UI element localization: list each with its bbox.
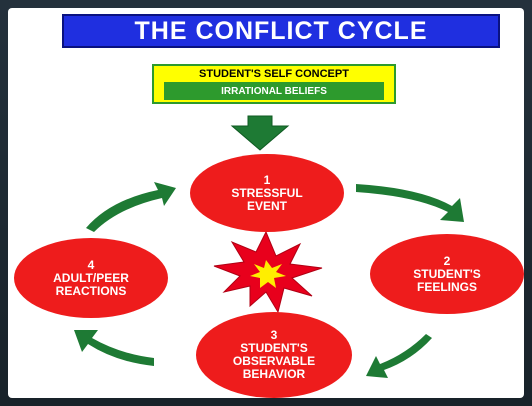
arrow-1-to-2-icon [356, 184, 464, 222]
arrow-2-to-3-icon [366, 334, 432, 378]
stage-3-number: 3 [270, 328, 278, 342]
stage-1-label-line1: STRESSFUL [231, 185, 303, 200]
diagram-title: THE CONFLICT CYCLE [62, 14, 500, 48]
stage-2-circle: 2 STUDENT'S FEELINGS [370, 234, 524, 314]
down-arrow-icon [230, 115, 290, 151]
stage-1-circle: 1 STRESSFUL EVENT [190, 154, 344, 232]
stage-2-label-line1: STUDENT'S [413, 266, 481, 281]
stage-4-circle: 4 ADULT/PEER REACTIONS [14, 238, 168, 318]
arrow-4-to-1-icon [86, 182, 176, 232]
stage-3-circle: 3 STUDENT'S OBSERVABLE BEHAVIOR [196, 312, 352, 398]
stage-2-label-line2: FEELINGS [416, 279, 477, 294]
irrational-beliefs-label: IRRATIONAL BELIEFS [164, 82, 384, 100]
self-concept-heading: STUDENT'S SELF CONCEPT [199, 68, 349, 80]
stage-3-label-line1: STUDENT'S [240, 341, 308, 355]
stage-4-label-line2: REACTIONS [55, 283, 127, 298]
stage-3-label-line2: OBSERVABLE [232, 354, 316, 368]
stage-3-label-line3: BEHAVIOR [242, 367, 306, 381]
stage-1-number: 1 [263, 172, 271, 187]
self-concept-box: STUDENT'S SELF CONCEPT IRRATIONAL BELIEF… [152, 64, 396, 104]
stage-4-label-line1: ADULT/PEER [53, 270, 129, 285]
stage-2-number: 2 [443, 253, 451, 268]
arrow-3-to-4-icon [74, 330, 154, 366]
conflict-burst-core-icon [250, 260, 286, 288]
stage-4-number: 4 [87, 257, 95, 272]
stage-1-label-line2: EVENT [246, 198, 287, 213]
